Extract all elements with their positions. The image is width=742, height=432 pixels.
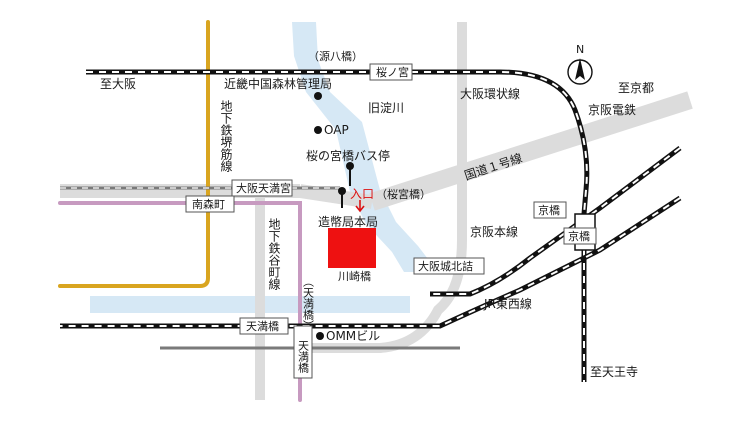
station-kyobashi-keihan: 京橋 [538, 203, 560, 217]
road-route1 [369, 91, 693, 211]
label-kinki-forest-office: 近畿中国森林管理局 [224, 76, 332, 91]
omm-marker [316, 332, 324, 340]
station-osaka-tenmangu: 大阪天満宮 [236, 181, 291, 195]
bus-stop-icon-2 [338, 187, 346, 208]
mint-building [328, 228, 376, 268]
entrance-arrow-icon [355, 200, 365, 213]
river-okawa [292, 22, 438, 272]
station-box-kyobashi-keihan-frame [533, 201, 567, 219]
station-tenmabashi: 天満橋 [246, 319, 279, 333]
north-label: N [576, 43, 584, 56]
rail-loop-line-north [86, 69, 590, 215]
label-sakuranomiya-bus: 桜の宮橋バス停 [306, 148, 390, 163]
rail-keihan-main-dash [430, 147, 681, 295]
label-to-kyoto: 至京都 [618, 81, 654, 95]
label-keihan-main: 京阪本線 [470, 224, 518, 239]
station-box-tenmabashi-v-frame [293, 325, 313, 379]
label-keihan-electric: 京阪電鉄 [588, 102, 636, 117]
rail-jr-tozai-dash [60, 197, 681, 327]
label-mint: 造幣局本局 [318, 215, 378, 229]
station-box-layer: 桜ノ宮 南森町 大阪天満宮 京橋 京橋 大阪城北詰 天満橋 天満橋 [185, 63, 597, 379]
label-sakaisuji-subway: 地下鉄堺筋線 [219, 100, 233, 172]
label-jr-tozai: JR東西線 [483, 296, 532, 311]
station-box-osaka-tenmangu-frame [231, 179, 293, 197]
label-omm: OMMビル [326, 329, 380, 343]
river-dojima [90, 296, 410, 313]
label-layer: 至大阪 至京都 至天王寺 近畿中国森林管理局 OAP OMMビル 旧淀川 桜の宮… [100, 49, 654, 379]
station-minamimorimachi: 南森町 [192, 197, 225, 211]
north-arrow-icon: N [567, 43, 593, 85]
label-entrance: 入口 [350, 187, 374, 201]
station-tenmabashi-v: 天満橋 [297, 340, 310, 374]
label-tanimachi-subway: 地下鉄谷町線 [267, 218, 281, 290]
bus-stop-icon [346, 162, 354, 186]
river-layer [90, 22, 438, 313]
label-tenma-bridge-paren: （天満橋） [302, 276, 315, 331]
station-osakajo-kitazume: 大阪城北詰 [418, 259, 473, 273]
kinki-forest-office-marker [314, 92, 322, 100]
label-sakuranomiya-paren: （桜宮橋） [376, 187, 431, 201]
station-box-osakajo-kitazume-frame [413, 257, 485, 275]
station-box-tenmabashi-frame [239, 317, 289, 335]
label-loop-line: 大阪環状線 [460, 86, 520, 101]
label-oap: OAP [324, 123, 349, 137]
label-to-osaka: 至大阪 [100, 77, 136, 91]
label-to-tennoji: 至天王寺 [590, 365, 638, 379]
oap-marker [314, 126, 322, 134]
label-genpachi-bridge: （源八橋） [308, 49, 363, 63]
station-box-kyobashi-jr-frame [563, 227, 597, 245]
label-kyuyodogawa: 旧淀川 [368, 101, 404, 115]
station-box-sakuranomiya-frame [369, 63, 413, 81]
station-kyobashi-jr: 京橋 [568, 229, 590, 243]
rail-layer [60, 69, 682, 382]
subway-sakaisuji-line [58, 20, 210, 288]
station-sakuranomiya: 桜ノ宮 [376, 65, 409, 79]
label-kawasaki-bridge: 川崎橋 [338, 269, 371, 283]
station-box-minamimorimachi-frame [185, 195, 235, 213]
